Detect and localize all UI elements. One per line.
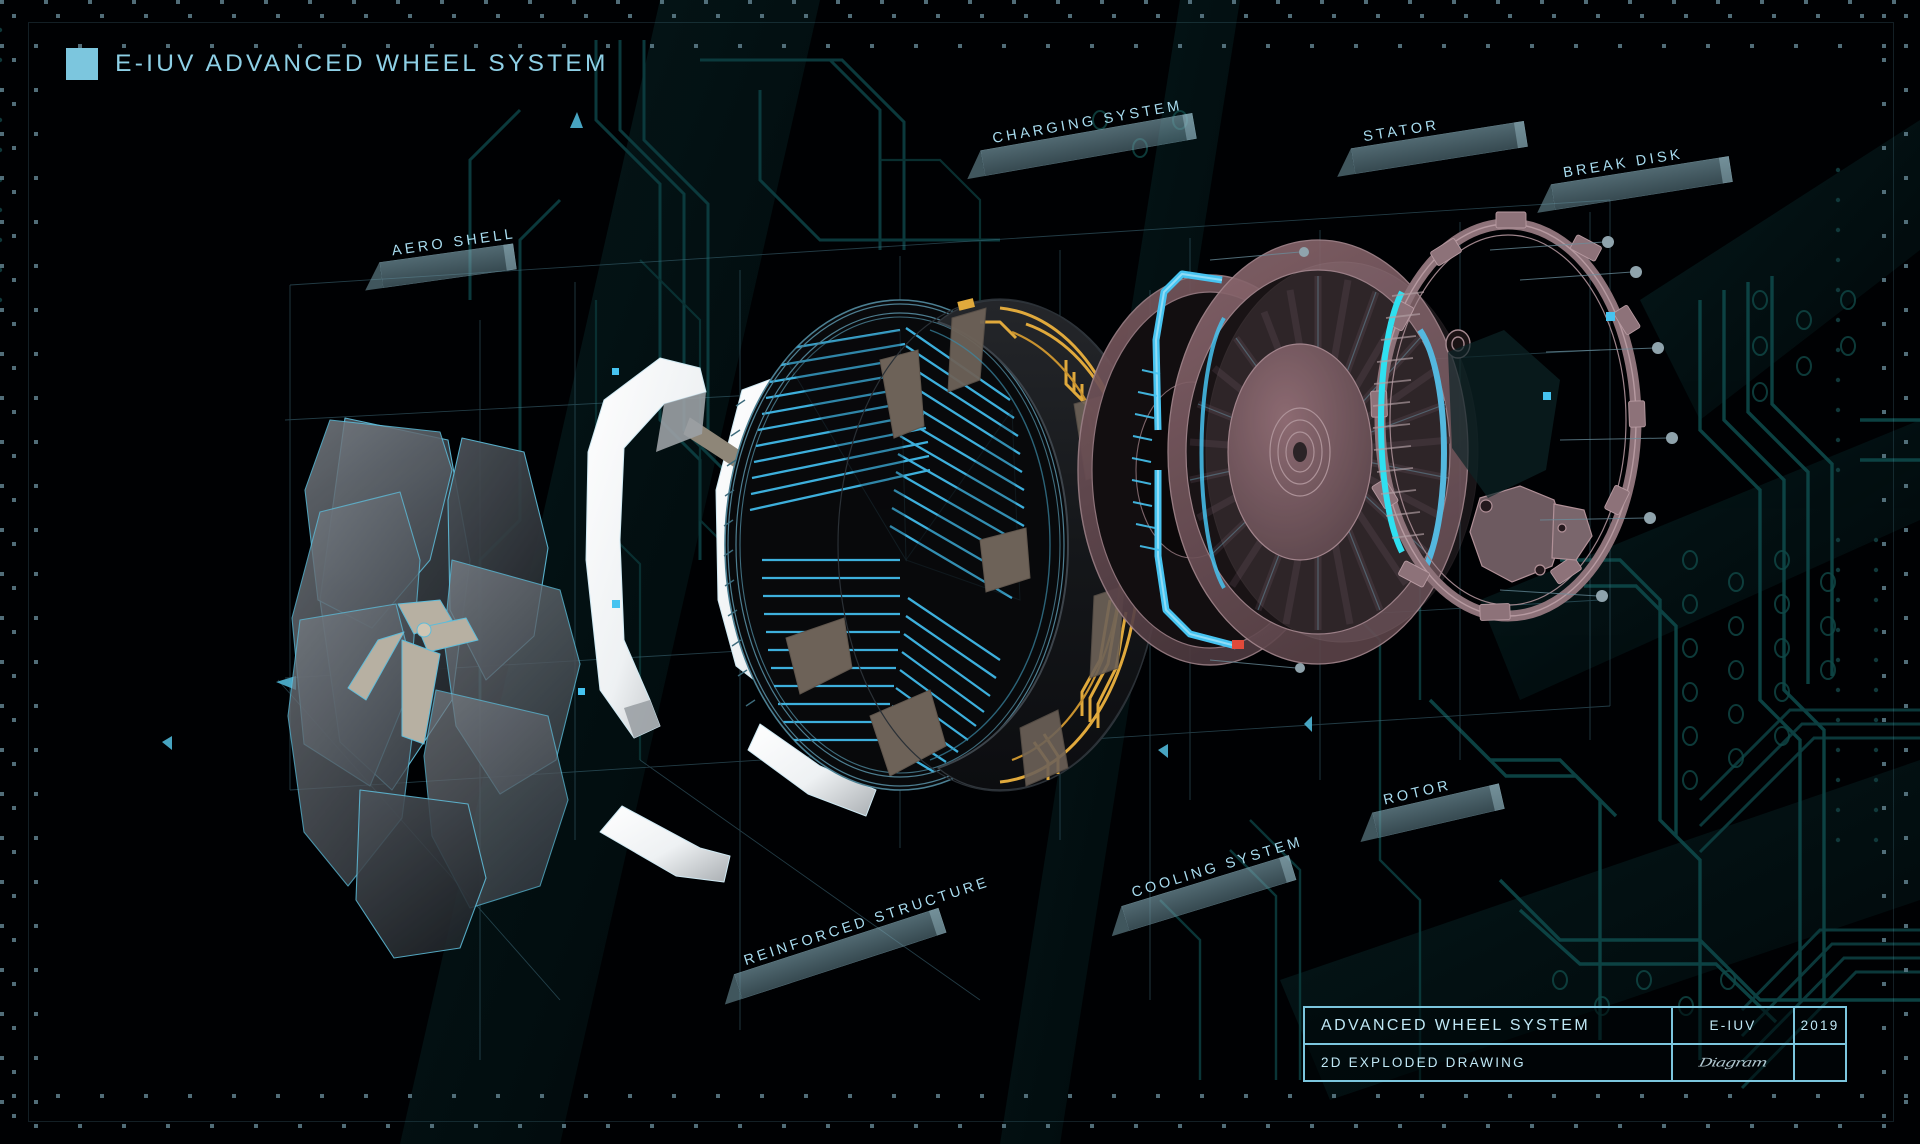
header: E-IUV ADVANCED WHEEL SYSTEM [66,48,605,80]
project-year: 2019 [1800,1018,1840,1033]
dimension-arrows [162,112,1312,758]
title-block-empty-cell [1793,1045,1845,1080]
title-block-row: 2D EXPLODED DRAWING Diagram [1305,1043,1845,1080]
title-block-row: ADVANCED WHEEL SYSTEM E-IUV 2019 [1305,1008,1845,1043]
page-title: E-IUV ADVANCED WHEEL SYSTEM [115,50,609,77]
title-block-project-cell: ADVANCED WHEEL SYSTEM [1305,1008,1671,1043]
project-code: E-IUV [1709,1018,1757,1033]
component-stator [1167,239,1479,665]
project-name: ADVANCED WHEEL SYSTEM [1321,1016,1591,1034]
title-block-year-cell: 2019 [1793,1008,1845,1043]
title-block: ADVANCED WHEEL SYSTEM E-IUV 2019 2D EXPL… [1303,1006,1847,1082]
signature: Diagram [1697,1055,1769,1070]
leader-lines [578,236,1678,695]
title-block-code-cell: E-IUV [1671,1008,1793,1043]
component-aero-shell [287,417,581,959]
brake-caliper [1469,485,1593,583]
title-block-drawing-type-cell: 2D EXPLODED DRAWING [1305,1045,1671,1080]
accent-swatch-icon [66,48,98,80]
component-rim-cooling-wheel [723,299,1076,791]
drawing-type: 2D EXPLODED DRAWING [1321,1055,1526,1070]
title-block-signature-cell: Diagram [1671,1045,1793,1080]
component-brake-disk [1370,211,1646,622]
brake-disk-ring [1370,211,1646,622]
